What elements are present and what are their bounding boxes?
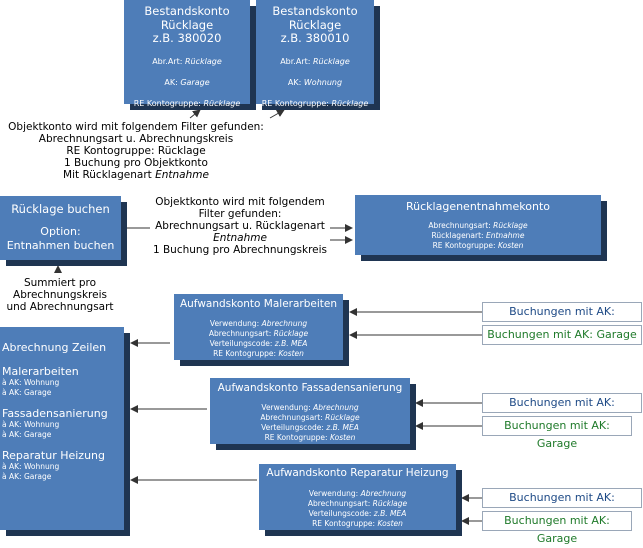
bestandskonto-ruecklage-380020: Bestandskonto Rücklage z.B. 380020 Abr.A… [124, 0, 250, 129]
buchungen-wohnung-box: Buchungen mit AK: Wohnung [482, 302, 642, 336]
filter-line: Abrechnungsart u. Abrechnungskreis [38, 133, 234, 145]
konto-detail: RE Kontogruppe: Rücklage [133, 98, 241, 108]
konto-detail: Abr.Art: Rücklage [280, 56, 350, 66]
zeilen-group: Fassadensanierung à AK: Wohnung à AK: Ga… [0, 407, 124, 440]
summiert-text: Summiert pro Abrechnungskreis und Abrech… [0, 277, 120, 313]
aufwand-detail: RE Kontogruppe: Kosten [213, 349, 304, 358]
zeilen-group-sub: à AK: Garage [2, 388, 52, 397]
entnahme-detail: Abrechnungsart: Rücklage [428, 221, 528, 230]
buchungen-garage-box: Buchungen mit AK: Garage [482, 511, 632, 545]
aufwand-title: Aufwandskonto Malerarbeiten [179, 298, 338, 310]
konto-title-line: z.B. 380020 [152, 31, 222, 45]
aufwand-detail: Verwendung: Abrechnung [308, 489, 407, 498]
ruecklagenentnahmekonto-box: Rücklagenentnahmekonto Abrechnungsart: R… [355, 195, 601, 255]
konto-title-line: Rücklage [160, 17, 214, 32]
aufwand-detail: Verteilungscode: z.B. MEA [209, 339, 308, 348]
aufwand-detail: Abrechnungsart: Rücklage [307, 499, 408, 508]
zeilen-group-name: Fassadensanierung [2, 407, 108, 420]
aufwand-detail: Verteilungscode: z.B. MEA [308, 509, 407, 518]
zeilen-group: Malerarbeiten à AK: Wohnung à AK: Garage [0, 365, 124, 398]
buchen-option-label: Option: [40, 225, 81, 238]
arrow-to-konto-1 [189, 109, 201, 119]
aufwand-detail: RE Kontogruppe: Kosten [312, 519, 403, 528]
aufwand-title: Aufwandskonto Reparatur Heizung [266, 467, 449, 479]
entnahme-detail: RE Kontogruppe: Kosten [432, 241, 524, 250]
buchen-title: Rücklage buchen [11, 202, 110, 216]
buchungen-wohnung-box: Buchungen mit AK: Wohnung [482, 488, 642, 522]
buchungen-garage-box: Buchungen mit AK: Garage [482, 325, 642, 345]
filter-line: Objektkonto wird mit folgendem [155, 196, 325, 208]
filter-line: Filter gefunden: [198, 208, 282, 220]
konto-title-line: z.B. 380010 [280, 31, 350, 45]
buchen-option-value: Entnahmen buchen [6, 239, 115, 252]
entnahme-detail: Rücklagenart: Entnahme [431, 231, 525, 240]
aufwand-title: Aufwandskonto Fassadensanierung [217, 382, 403, 394]
ruecklage-buchen-box: Rücklage buchen Option: Entnahmen buchen [0, 196, 121, 260]
aufwand-detail: Verwendung: Abrechnung [209, 319, 308, 328]
konto-detail: Verteilungscode: z.B. MEA [134, 119, 240, 129]
summiert-line: Abrechnungskreis [13, 289, 107, 301]
summiert-line: Summiert pro [23, 277, 97, 289]
filter-line: Objektkonto wird mit folgendem Filter ge… [8, 121, 264, 133]
buchungen-wohnung-box: Buchungen mit AK: Wohnung [482, 393, 642, 427]
konto-detail: RE Kontogruppe: Rücklage [261, 98, 369, 108]
aufwand-detail: Verteilungscode: z.B. MEA [261, 423, 359, 432]
zeilen-group-name: Malerarbeiten [2, 365, 79, 378]
aufwandskonto-reparatur-heizung: Aufwandskonto Reparatur Heizung Verwendu… [259, 464, 456, 530]
konto-detail: AK: Garage [164, 77, 210, 87]
filter-line: RE Kontogruppe: Rücklage [66, 145, 206, 157]
filter-text-objektkonto: Objektkonto wird mit folgendem Filter ge… [2, 121, 270, 181]
filter-line: Entnahme [213, 232, 267, 244]
zeilen-group-sub: à AK: Garage [2, 430, 52, 439]
konto-title-line: Rücklage [288, 17, 342, 32]
connector-lines [54, 109, 482, 525]
summiert-line: und Abrechnungsart [6, 301, 114, 313]
filter-text-entnahme: Objektkonto wird mit folgendem Filter ge… [150, 196, 330, 256]
filter-line: Abrechnungsart u. Rücklagenart [155, 220, 325, 232]
filter-line: Mit Rücklagenart Entnahme [63, 169, 209, 181]
konto-detail: Abr.Art: Rücklage [152, 56, 222, 66]
konto-title-line: Bestandskonto [144, 4, 230, 18]
zeilen-group-name: Reparatur Heizung [2, 449, 106, 462]
abrechnung-zeilen-box: Abrechnung Zeilen Malerarbeiten à AK: Wo… [0, 327, 124, 530]
arrow-to-konto-2 [269, 109, 285, 119]
zeilen-group-sub: à AK: Wohnung [2, 378, 60, 387]
bestandskonto-ruecklage-380010: Bestandskonto Rücklage z.B. 380010 Abr.A… [256, 0, 374, 129]
zeilen-group-sub: à AK: Wohnung [2, 420, 60, 429]
aufwand-detail: Verwendung: Abrechnung [261, 403, 359, 412]
zeilen-group-sub: à AK: Garage [2, 472, 52, 481]
konto-detail: AK: Wohnung [287, 77, 343, 87]
aufwand-detail: Abrechnungsart: Rücklage [208, 329, 309, 338]
buchungen-garage-box: Buchungen mit AK: Garage [482, 416, 632, 450]
aufwand-detail: Abrechnungsart: Rücklage [260, 413, 360, 422]
zeilen-group: Reparatur Heizung à AK: Wohnung à AK: Ga… [0, 449, 124, 482]
entnahme-title: Rücklagenentnahmekonto [406, 200, 550, 213]
aufwand-detail: RE Kontogruppe: Kosten [264, 433, 356, 442]
zeilen-title: Abrechnung Zeilen [2, 341, 107, 354]
filter-line: 1 Buchung pro Objektkonto [64, 157, 208, 169]
aufwandskonto-fassadensanierung: Aufwandskonto Fassadensanierung Verwendu… [210, 378, 410, 444]
zeilen-group-sub: à AK: Wohnung [2, 462, 60, 471]
konto-title-line: Bestandskonto [272, 4, 358, 18]
aufwandskonto-malerarbeiten: Aufwandskonto Malerarbeiten Verwendung: … [174, 294, 343, 360]
konto-detail: Verteilungscode: z.B. MEA [262, 119, 368, 129]
filter-line: 1 Buchung pro Abrechnungskreis [152, 244, 328, 256]
